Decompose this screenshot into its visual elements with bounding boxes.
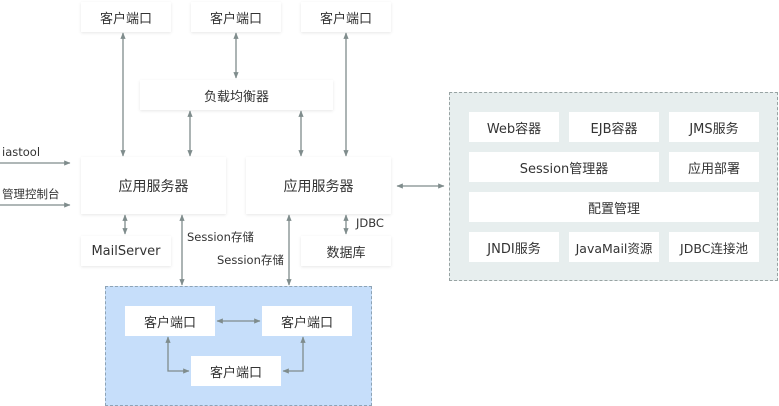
component-jdbc-pool: JDBC连接池 (669, 232, 759, 262)
admin-console-label: 管理控制台 (2, 187, 60, 201)
session-storage-label-2: Session存储 (217, 253, 284, 267)
component-session-manager: Session管理器 (469, 152, 659, 182)
top-client-1: 客户端口 (81, 2, 171, 32)
component-web-container: Web容器 (469, 112, 559, 142)
component-javamail-resource: JavaMail资源 (569, 232, 659, 262)
top-client-2: 客户端口 (191, 2, 281, 32)
iastool-label: iastool (2, 145, 41, 159)
database: 数据库 (301, 236, 391, 266)
component-jms-service: JMS服务 (669, 112, 759, 142)
session-client-1: 客户端口 (125, 306, 215, 336)
component-ejb-container: EJB容器 (569, 112, 659, 142)
component-app-deploy: 应用部署 (669, 152, 759, 182)
top-client-3: 客户端口 (301, 2, 391, 32)
session-client-3: 客户端口 (191, 356, 281, 386)
load-balancer: 负载均衡器 (140, 80, 333, 110)
session-storage-label-1: Session存储 (187, 230, 254, 244)
jdbc-label: JDBC (356, 216, 384, 230)
mail-server: MailServer (81, 236, 171, 266)
component-config-management: 配置管理 (469, 192, 759, 222)
session-client-2: 客户端口 (262, 306, 352, 336)
component-jndi-service: JNDI服务 (469, 232, 559, 262)
app-server-2: 应用服务器 (246, 157, 391, 214)
app-server-1: 应用服务器 (81, 157, 226, 214)
arrow-sclient1-sclient3 (165, 336, 190, 374)
arrow-sclient2-sclient3 (282, 336, 306, 374)
